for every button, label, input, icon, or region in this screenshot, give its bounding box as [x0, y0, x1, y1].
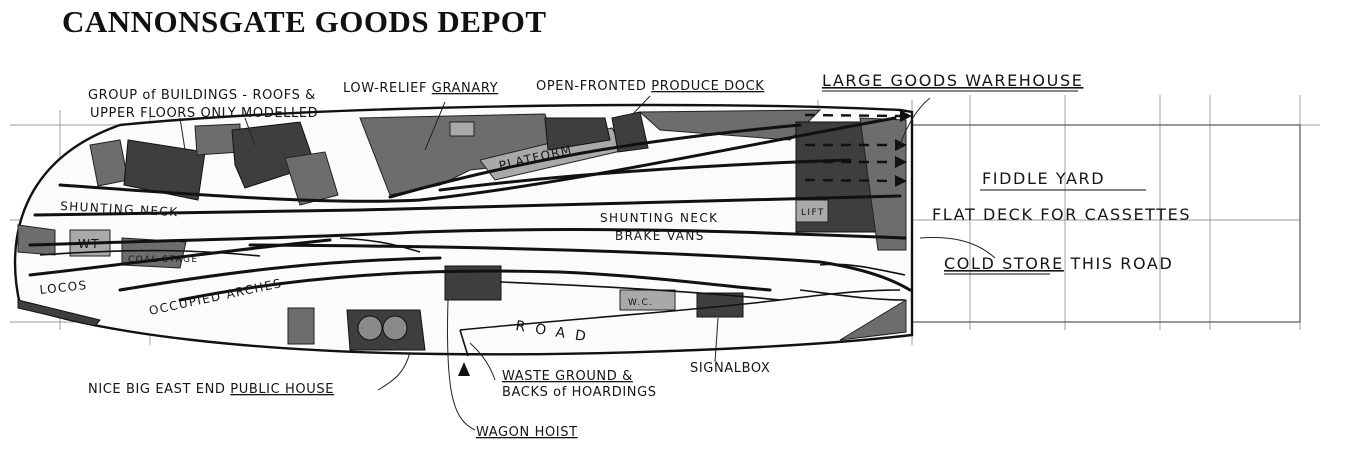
building-block-5	[284, 151, 339, 206]
label-signalbox: SIGNALBOX	[690, 361, 770, 376]
public-house-chimney-2	[382, 315, 408, 341]
label-large-goods-warehouse: LARGE GOODS WAREHOUSE	[822, 71, 1083, 90]
leader-lines	[179, 95, 996, 431]
produce-dock	[544, 117, 611, 151]
label-wc: W.C.	[628, 298, 653, 308]
page-title: CANNONSGATE GOODS DEPOT	[62, 4, 547, 39]
label-fiddle-yard: FIDDLE YARD	[982, 169, 1105, 188]
east-end-block	[839, 299, 907, 341]
label-public-house-name: PUBLIC HOUSE	[230, 382, 334, 397]
label-waste-ground-1: WASTE GROUND &	[502, 369, 633, 384]
label-brake-vans: BRAKE VANS	[615, 229, 705, 243]
upper-right-block	[638, 109, 822, 141]
label-group-buildings-2: UPPER FLOORS ONLY MODELLED	[90, 106, 318, 121]
label-shunting-neck-right: SHUNTING NECK	[600, 211, 718, 225]
label-cold-store-name: COLD STORE	[944, 254, 1064, 273]
label-produce-prefix: OPEN-FRONTED	[536, 79, 651, 94]
label-wagon-hoist: WAGON HOIST	[476, 425, 578, 440]
track-layout	[28, 116, 912, 357]
building-block-2	[123, 139, 206, 201]
public-house-chimney-1	[357, 315, 383, 341]
produce-dock-roof	[611, 111, 649, 153]
label-flat-deck: FLAT DECK FOR CASSETTES	[932, 205, 1191, 224]
fiddle-yard-arrows	[804, 110, 912, 187]
label-coal-stage: COAL STAGE	[128, 255, 198, 265]
label-public-house-prefix: NICE BIG EAST END	[88, 382, 230, 397]
granary-building	[359, 113, 561, 196]
label-shunting-neck-left: SHUNTING NECK	[60, 199, 179, 219]
label-granary: LOW-RELIEF GRANARY	[343, 81, 498, 96]
label-cold-store: COLD STORE THIS ROAD	[944, 254, 1173, 273]
public-house-left	[287, 307, 315, 345]
loco-shed	[17, 224, 56, 256]
label-wt: WT	[78, 237, 100, 251]
label-produce-dock: OPEN-FRONTED PRODUCE DOCK	[536, 79, 764, 94]
granary-hatch	[449, 121, 475, 137]
label-locos: LOCOS	[39, 278, 88, 297]
lift-box	[795, 199, 829, 223]
west-end-block	[17, 299, 101, 327]
label-group-buildings-1: GROUP of BUILDINGS - ROOFS &	[88, 88, 316, 103]
label-granary-prefix: LOW-RELIEF	[343, 81, 432, 96]
wagon-hoist-marker	[458, 362, 470, 376]
label-waste-ground-2: BACKS of HOARDINGS	[502, 385, 657, 400]
label-public-house: NICE BIG EAST END PUBLIC HOUSE	[88, 382, 334, 397]
label-produce-name: PRODUCE DOCK	[651, 79, 764, 94]
label-granary-name: GRANARY	[432, 81, 498, 96]
label-cold-store-suffix: THIS ROAD	[1064, 254, 1174, 273]
label-lift: LIFT	[801, 208, 825, 218]
